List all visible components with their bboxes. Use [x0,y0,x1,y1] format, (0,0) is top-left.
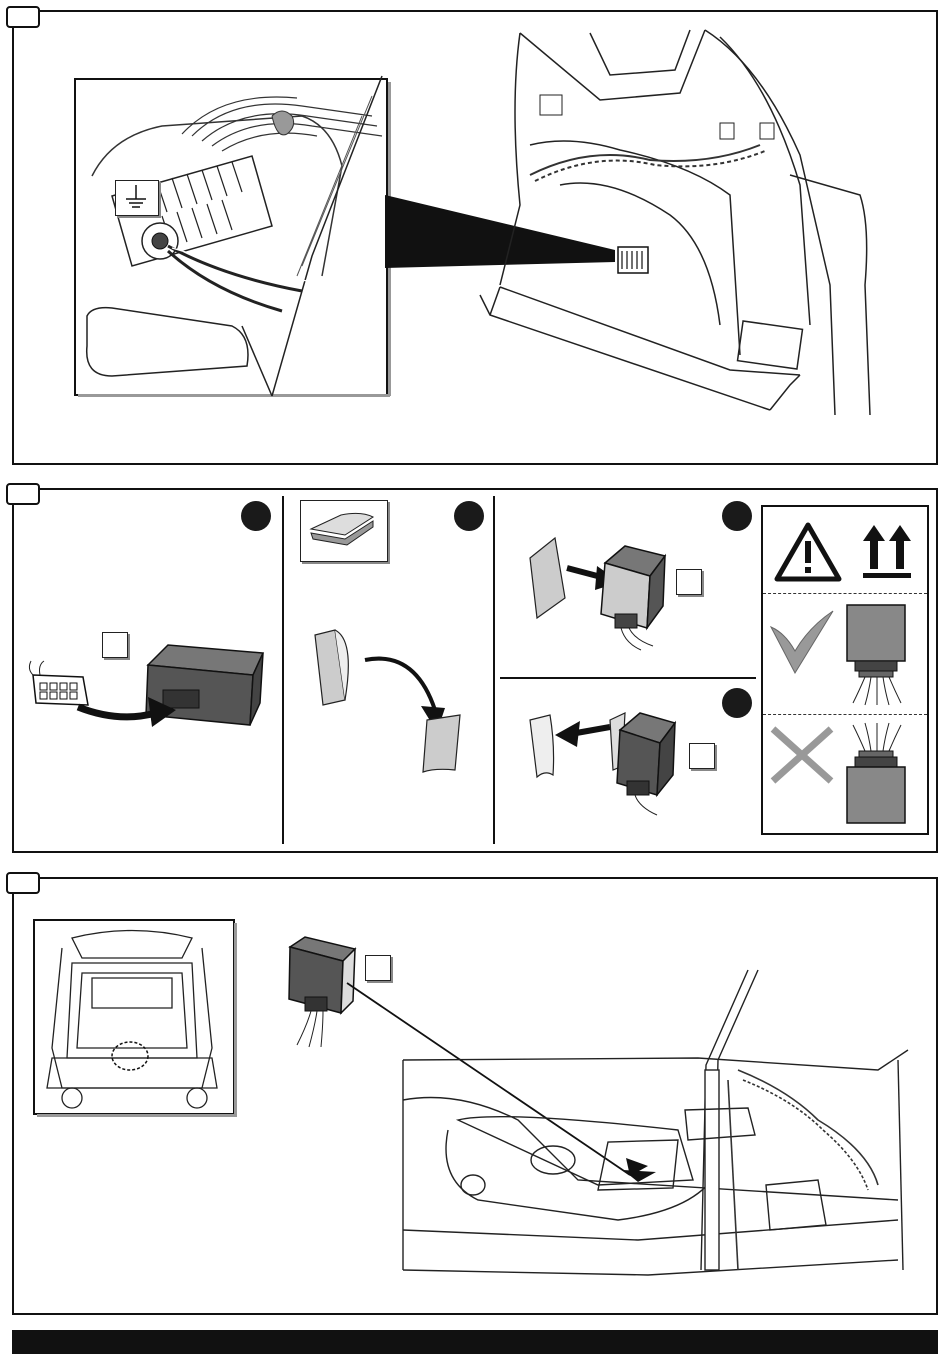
panel-2-divider-2 [493,496,495,844]
step-tab-2 [6,483,40,505]
step-dot-1 [241,501,271,531]
legend-divider-2 [763,714,927,715]
step-dot-2 [454,501,484,531]
step-tab-3 [6,872,40,894]
part-label-box [676,569,702,595]
trunk-floor-illustration [398,970,908,1280]
attach-pad-illustration [525,528,675,653]
ground-point-detail-inset [72,76,390,398]
footer-bar [12,1330,938,1354]
panel-2-divider-3 [500,677,756,679]
step-tab-1 [6,6,40,28]
adhesive-pad-icon [300,500,388,562]
remove-pad-illustration [525,705,690,820]
part-label-box [689,743,715,769]
orientation-legend-box [761,505,929,835]
vehicle-trunk-illustration [470,25,890,420]
ground-symbol-icon [115,180,159,216]
step-dot-4 [722,688,752,718]
check-mark-icon [769,607,837,677]
vehicle-rear-view-inset [32,918,240,1118]
module-correct-orientation-illustration [845,603,909,707]
cross-mark-icon [769,725,835,785]
step-dot-3 [722,501,752,531]
this-way-up-icon [861,521,915,581]
peel-backing-illustration [305,620,475,780]
legend-divider-1 [763,593,927,594]
warning-triangle-icon [773,521,843,583]
connector-to-module-illustration [28,635,268,735]
panel-2-divider-1 [282,496,284,844]
module-wrong-orientation-illustration [845,721,909,829]
